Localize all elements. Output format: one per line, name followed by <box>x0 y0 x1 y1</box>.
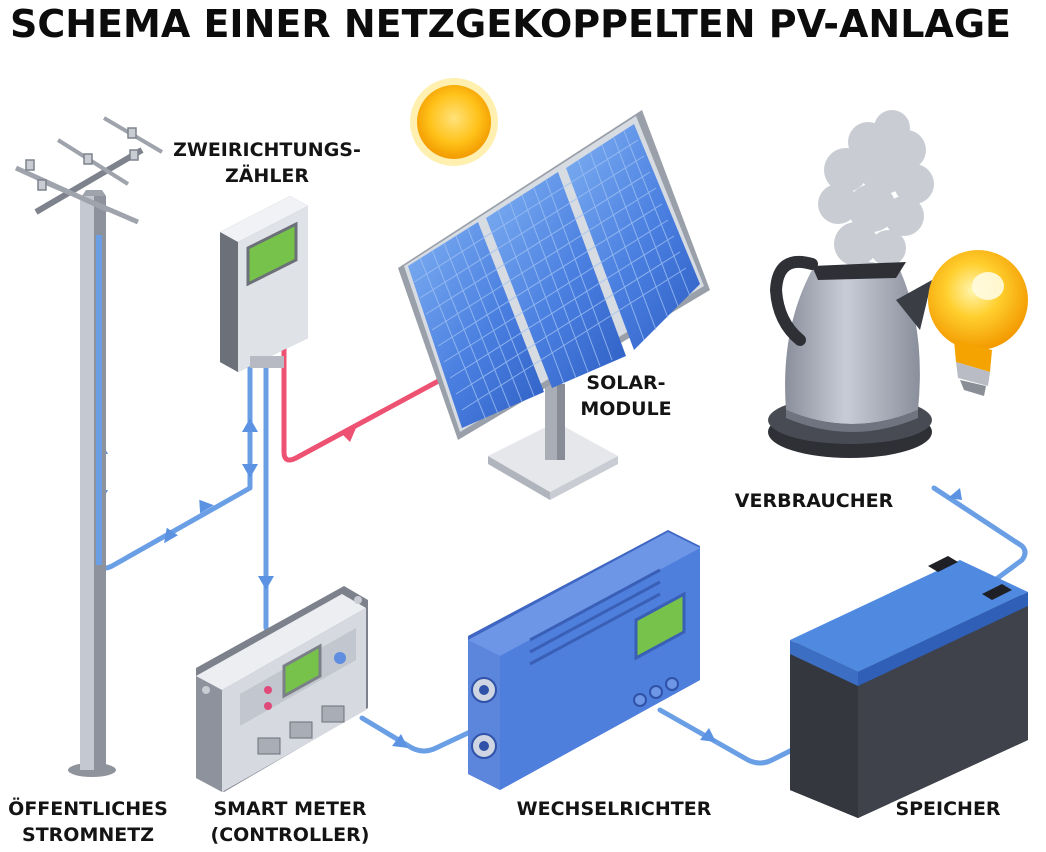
bidirectional-meter <box>220 196 308 372</box>
kettle-icon <box>768 110 934 458</box>
arrow-up-icon <box>242 418 258 432</box>
controller-display <box>282 643 322 699</box>
label-consumer: VERBRAUCHER <box>734 490 894 512</box>
arrow-right-icon <box>199 499 214 514</box>
inverter-display <box>634 591 686 661</box>
solar-modules <box>398 110 710 500</box>
battery-storage <box>790 556 1028 818</box>
fan-icon <box>471 677 497 759</box>
arrow-up-icon <box>948 488 962 500</box>
light-bulb-icon <box>928 250 1028 396</box>
utility-pole <box>14 116 164 777</box>
label-storage: SPEICHER <box>895 798 1001 820</box>
label-solar: SOLAR-MODULE <box>580 372 672 420</box>
label-inverter: WECHSELRICHTER <box>516 798 712 820</box>
smart-meter-controller <box>196 586 368 792</box>
arrow-left-icon <box>164 527 178 544</box>
solar-meter-line <box>279 341 449 465</box>
inverter <box>468 530 700 790</box>
controller-inverter-line <box>357 713 475 756</box>
page-title: SCHEMA EINER NETZGEKOPPELTEN PV-ANLAGE <box>10 2 1011 46</box>
meter-display <box>246 221 298 287</box>
label-meter: ZWEIRICHTUNGS-ZÄHLER <box>173 139 361 187</box>
arrow-right-icon <box>700 728 716 742</box>
arrow-down-icon <box>258 576 274 590</box>
arrow-left-icon <box>340 428 356 442</box>
label-controller: SMART METER(CONTROLLER) <box>210 798 370 846</box>
arrow-down-icon <box>242 464 258 478</box>
sun-icon <box>410 78 498 166</box>
arrow-right-icon <box>392 734 408 748</box>
